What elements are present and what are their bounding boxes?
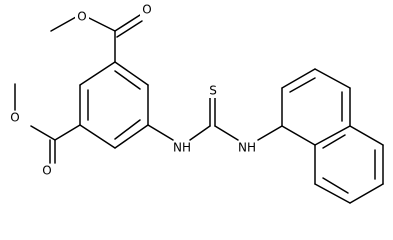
thiourea-linker: NH S NH — [147, 84, 283, 155]
top-ester-oxygen-label-bg — [75, 10, 89, 24]
top-ester-oxygen-label: O — [77, 10, 86, 24]
bond-ring-4 — [79, 124, 116, 149]
molecule-diagram: O O O O NH S — [8, 2, 384, 204]
sulfur-label: S — [209, 84, 217, 98]
top-carbonyl-oxygen-label: O — [142, 3, 151, 17]
right-nh-label: NH — [238, 141, 256, 155]
bond-naphthalene-lower-5 — [349, 125, 384, 146]
bond-ring-6 — [79, 61, 116, 86]
bond-ring-to-nh-left — [147, 124, 174, 141]
bottom-carbonyl-oxygen-label: O — [42, 164, 51, 178]
bond-naphthalene-shared-2 — [281, 125, 316, 146]
right-nh-label-bg — [237, 141, 257, 155]
bond-top-ester-oxygen — [86, 16, 116, 32]
bond-nh-right-to-naphthalene — [257, 125, 283, 141]
bond-naphthalene-lower-3 — [349, 183, 384, 204]
bond-naphthalene-upper-3 — [314, 68, 351, 89]
bond-bottom-ring-carbon — [54, 124, 81, 141]
bond-ring-inner-1 — [114, 70, 141, 90]
bottom-ester-oxygen-label-bg — [8, 111, 22, 125]
left-nh-label-bg — [172, 141, 192, 155]
bond-naphthalene-inner-1 — [289, 77, 316, 93]
left-nh-label: NH — [173, 141, 191, 155]
bond-nh-left-to-c — [189, 125, 211, 141]
bond-naphthalene-shared-1 — [314, 125, 351, 146]
bottom-ester-oxygen-label: O — [10, 111, 19, 125]
bond-ring-1 — [114, 61, 149, 86]
benzene-ring — [79, 61, 149, 149]
bond-c-to-nh-right — [214, 125, 239, 141]
sulfur-label-bg — [207, 84, 219, 98]
bond-top-carbonyl-1 — [114, 14, 141, 32]
bottom-ester-group: O O — [8, 83, 81, 178]
top-carbonyl-label-bg — [140, 3, 154, 17]
bond-top-methyl — [50, 16, 77, 32]
structure-canvas: O O O O NH S — [8, 2, 384, 204]
bond-top-carbonyl-2 — [116, 20, 143, 38]
top-ester-group: O O — [50, 3, 154, 63]
bond-ring-inner-2 — [114, 119, 141, 140]
bond-naphthalene-upper-2 — [281, 68, 316, 89]
bottom-carbonyl-label-bg — [40, 164, 54, 178]
naphthalene-ring-system — [281, 68, 384, 204]
bond-naphthalene-lower-2 — [314, 183, 351, 204]
bond-naphthalene-inner-5 — [322, 134, 346, 149]
bond-bottom-ester-oxygen — [30, 125, 56, 141]
bond-ring-3 — [114, 124, 149, 149]
bond-naphthalene-inner-3 — [322, 177, 349, 194]
